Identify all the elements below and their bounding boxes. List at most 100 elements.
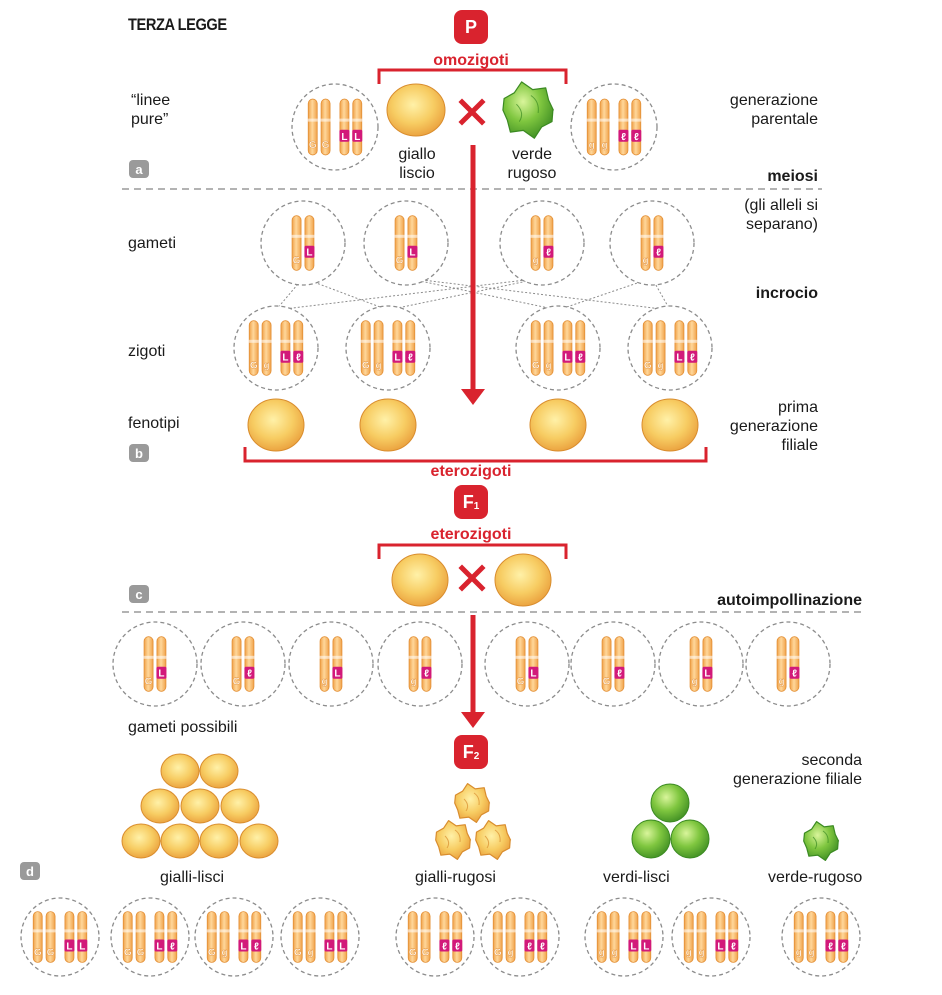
seed-f2-verde-rugoso [803,821,840,861]
cell-possible-gamete-2: Gℓ [200,621,286,707]
allele-label: g [686,947,692,958]
chromatid [596,911,607,963]
allele-label: g [222,947,228,958]
centromere [244,655,255,659]
chromosome: ℓ [421,636,432,692]
chromosome: L [324,911,335,963]
chromosome: L [304,215,315,271]
cell-membrane [658,621,744,707]
chromatid [135,911,146,963]
chromatid [655,320,666,376]
allele-box [439,939,450,952]
label-gialli-lisci: gialli-lisci [160,869,225,886]
chromatid [628,911,639,963]
chromatid [339,98,350,156]
chromatid [528,636,539,692]
allele-label: ℓ [731,942,736,953]
cell-membrane [288,621,374,707]
label-zigoti: zigoti [128,343,166,360]
allele-box [687,350,698,363]
label-autoimpollinazione: autoimpollinazione [717,592,862,609]
centromere [219,929,230,933]
centromere [653,234,664,238]
centromere [505,929,516,933]
centromere [776,655,787,659]
centromere [408,655,419,659]
seed-body [670,819,710,859]
chromatid [304,215,315,271]
allele-label: G [409,947,417,958]
chromatid [674,320,685,376]
allele-box [618,129,629,142]
chromosome: g [689,636,700,692]
allele-box [614,666,625,679]
chromatid [715,911,726,963]
allele-label: ℓ [540,942,545,953]
allele-label: L [326,942,332,953]
chromosome: L [562,320,573,376]
allele-label: L [339,942,345,953]
centromere [135,929,146,933]
chromatid [319,636,330,692]
chromatid [373,320,384,376]
chromatid [77,911,88,963]
seed-body [386,83,446,137]
arrow-head [461,389,485,405]
centromere [687,339,698,343]
cross-line [275,277,543,311]
chromatid [64,911,75,963]
gamete-cross-lines [275,277,671,311]
seed-body [199,823,239,859]
chromatid [392,320,403,376]
centromere [702,655,713,659]
chromatid [219,911,230,963]
centromere [293,339,304,343]
allele-label: g [264,360,270,371]
cell-membrane [395,897,475,977]
section-letter-c: c [129,585,149,603]
allele-label: g [411,676,417,687]
seed-body [220,788,260,824]
centromere [407,929,418,933]
chromatid [825,911,836,963]
chromosome: L [641,911,652,963]
chromosome: ℓ [618,98,629,156]
chromatid [231,636,242,692]
chromosome: ℓ [251,911,262,963]
allele-box [154,939,165,952]
chromatid [420,911,431,963]
allele-label: G [124,947,132,958]
centromere [543,234,554,238]
chromatid [332,636,343,692]
seed-f1-left [391,553,449,607]
seed-giallo-liscio [386,83,446,137]
chromosome: g [543,320,554,376]
allele-label: g [376,360,382,371]
allele-box [77,939,88,952]
chromatid [806,911,817,963]
centromere [586,118,597,122]
seed-f2-verde-liscio-3 [670,819,710,859]
seed-f2-giallo-liscio-8 [199,823,239,859]
allele-label: g [322,676,328,687]
label-incrocio: incrocio [755,285,818,302]
chromosome: G [320,98,331,156]
cell-membrane [194,897,274,977]
chromosome: G [407,911,418,963]
allele-label: g [308,947,314,958]
label-omozigoti: omozigoti [433,52,509,69]
chromatid [244,636,255,692]
centromere [248,339,259,343]
seed-body [160,823,200,859]
allele-label: ℓ [828,942,833,953]
arrows [243,68,708,728]
allele-label: g [692,676,698,687]
allele-label: g [699,947,705,958]
centromere [373,339,384,343]
allele-box [405,350,416,363]
chromatid [618,98,629,156]
